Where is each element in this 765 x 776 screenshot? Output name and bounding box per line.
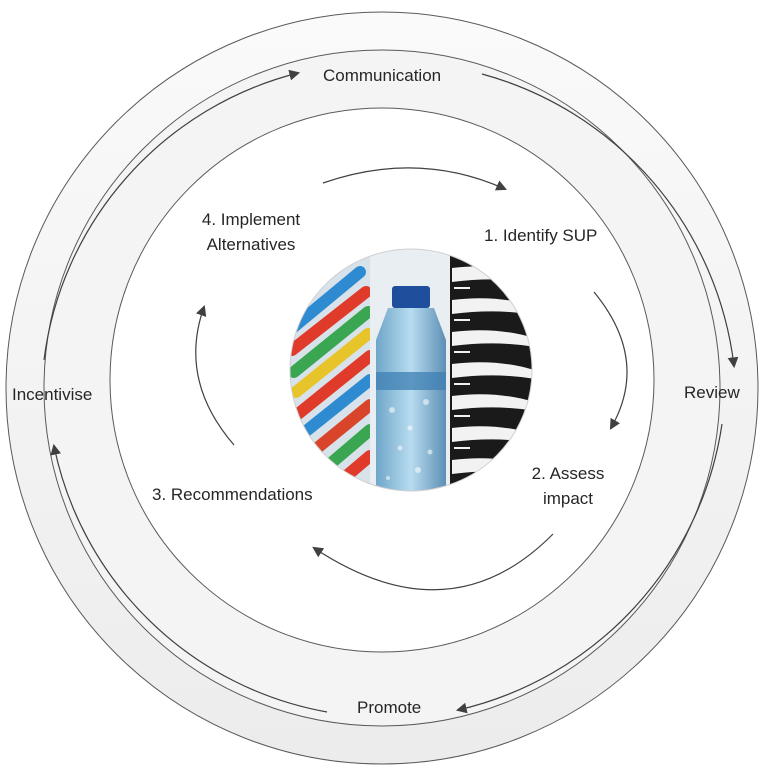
label-step1-identify-sup: 1. Identify SUP bbox=[484, 226, 598, 245]
label-step3-recommendations: 3. Recommendations bbox=[152, 485, 313, 504]
label-step2-line2: impact bbox=[542, 489, 594, 508]
label-review: Review bbox=[684, 383, 740, 402]
arrow-communication-to-review bbox=[481, 73, 739, 369]
label-step4-line1: 4. Implement bbox=[201, 210, 301, 229]
arrow-review-to-promote bbox=[455, 423, 723, 714]
label-step2-line1: 2. Assess bbox=[531, 464, 605, 483]
label-communication: Communication bbox=[323, 66, 442, 85]
arrow-step4-to-step1 bbox=[322, 167, 507, 191]
water-bottle-panel bbox=[370, 249, 450, 491]
label-promote: Promote bbox=[357, 698, 422, 717]
arrow-step2-to-step3 bbox=[312, 533, 554, 591]
arrow-step3-to-step4 bbox=[195, 304, 235, 446]
arrow-promote-to-incentivise bbox=[50, 443, 328, 713]
arrow-step1-to-step2 bbox=[593, 291, 628, 430]
label-step4-line2: Alternatives bbox=[206, 235, 296, 254]
center-image bbox=[290, 249, 532, 491]
label-incentivise: Incentivise bbox=[12, 385, 93, 404]
arrow-incentivise-to-communication bbox=[43, 69, 301, 361]
